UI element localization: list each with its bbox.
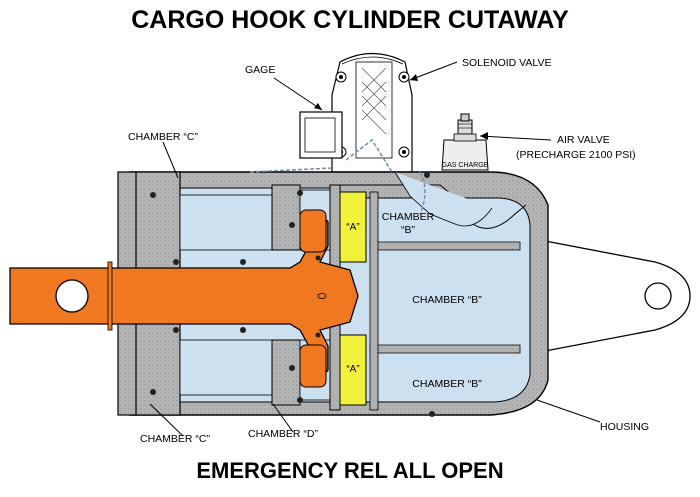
diagram-title: CARGO HOOK CYLINDER CUTAWAY (131, 6, 569, 34)
chamber-b-lower-label: CHAMBER “B” (412, 378, 482, 390)
housing-eye-lug (539, 239, 691, 353)
chamber-a-areas (339, 191, 367, 406)
chamber-b-upper-label-2: “B” (401, 224, 416, 236)
air-valve-label: AIR VALVE (557, 134, 610, 146)
left-chambers (179, 194, 273, 396)
chamber-a-upper-label: “A” (346, 222, 359, 233)
chamber-b-upper-label: CHAMBER (382, 211, 435, 223)
air-valve (441, 113, 489, 171)
air-valve-precharge-label: (PRECHARGE 2100 PSI) (516, 149, 636, 161)
chamber-d-label: CHAMBER “D” (248, 428, 319, 440)
diagram-subtitle: EMERGENCY REL ALL OPEN (196, 458, 503, 483)
seals (150, 172, 435, 417)
leader-lines (149, 61, 601, 437)
gas-charge-label: GAS CHARGE (442, 162, 489, 169)
housing-label: HOUSING (600, 421, 649, 433)
chamber-c-bottom-label: CHAMBER “C” (140, 433, 211, 445)
solenoid-valve-label: SOLENOID VALVE (462, 57, 551, 69)
gage-assembly (299, 111, 343, 159)
solenoid-valve (331, 53, 413, 173)
chamber-a-lower-label: “A” (346, 364, 359, 375)
fluid-passages (249, 138, 527, 229)
piston-rod (9, 209, 359, 388)
gage-label: GAGE (245, 64, 275, 76)
chamber-c-top-label: CHAMBER “C” (128, 131, 199, 143)
chamber-b-main-label: CHAMBER “B” (412, 294, 482, 306)
